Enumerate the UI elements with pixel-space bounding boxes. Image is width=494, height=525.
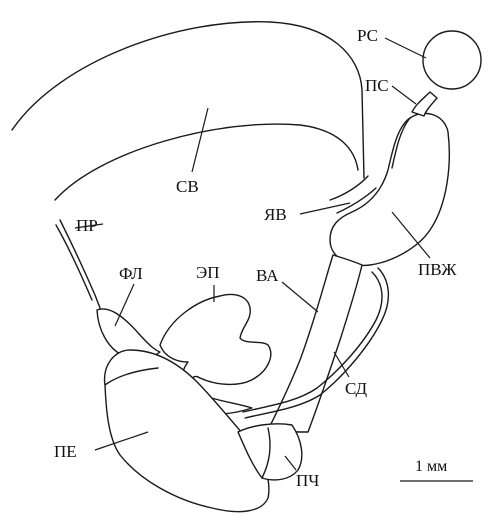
- label-sv: СВ: [176, 177, 199, 196]
- rs-receptaculum: [423, 31, 481, 89]
- body-inner-contour: [55, 124, 358, 200]
- label-rs: РС: [357, 26, 378, 45]
- label-yav: ЯВ: [264, 205, 287, 224]
- leader-ps: [392, 86, 416, 104]
- body-outer-contour: [12, 22, 364, 178]
- label-pch: ПЧ: [296, 471, 319, 490]
- label-fl: ФЛ: [119, 264, 143, 283]
- leader-va: [282, 282, 318, 312]
- label-ps: ПС: [365, 76, 389, 95]
- leader-sv: [192, 108, 208, 172]
- ventral-edge: [330, 176, 368, 200]
- leader-yav: [300, 203, 350, 214]
- pvzh-vesicle: [330, 113, 449, 265]
- leader-sd: [334, 352, 349, 377]
- label-sd: СД: [345, 379, 367, 398]
- pr-line-2: [56, 225, 92, 300]
- scale-bar-label: 1 мм: [415, 458, 447, 475]
- va-duct: [268, 255, 362, 432]
- leader-rs: [385, 38, 426, 58]
- label-va: ВА: [256, 266, 279, 285]
- label-pvzh: ПВЖ: [418, 260, 457, 279]
- label-ep: ЭП: [196, 263, 220, 282]
- label-pr: ПР: [76, 216, 98, 235]
- label-pe: ПЕ: [54, 442, 77, 461]
